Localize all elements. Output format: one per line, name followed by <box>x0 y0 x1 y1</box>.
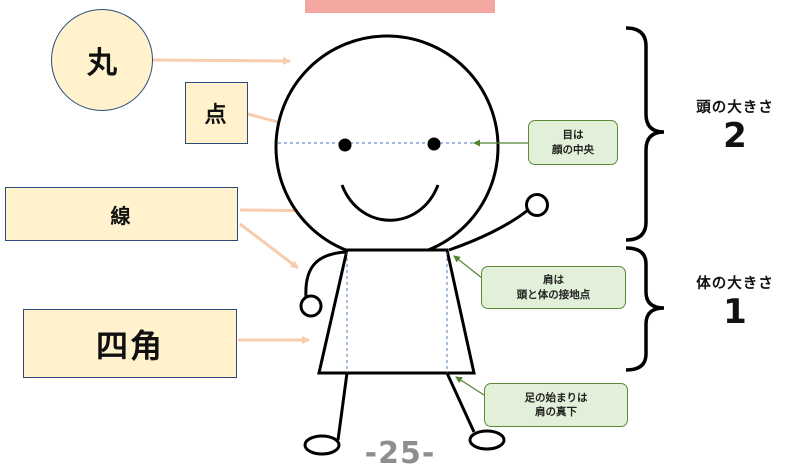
arrow-line-arm <box>239 222 299 270</box>
square-label-text: 四角 <box>95 326 164 365</box>
line-label: 線 <box>5 187 238 241</box>
smile-mouth <box>340 184 440 222</box>
left-eye <box>338 138 352 152</box>
note-shoulder: 肩は 頭と体の接地点 <box>481 266 626 309</box>
line-label-text: 線 <box>110 203 133 228</box>
arrow-circle <box>151 56 291 65</box>
body-size-text: 体の大きさ <box>696 276 774 292</box>
body-size-label: 体の大きさ 1 <box>675 272 795 332</box>
body-trapezoid <box>317 248 476 375</box>
top-accent-bar <box>305 0 495 13</box>
left-foot <box>303 434 341 456</box>
note-shoulder-line2: 頭と体の接地点 <box>516 288 591 301</box>
right-foot <box>468 429 506 451</box>
head-size-text: 頭の大きさ <box>696 100 774 116</box>
page-number: -25- <box>364 436 436 471</box>
body-size-brace <box>625 246 665 372</box>
left-leg <box>336 372 349 441</box>
right-hand <box>525 193 549 217</box>
right-leg <box>445 372 476 433</box>
note-feet-line2: 肩の真下 <box>535 406 577 418</box>
right-arm <box>448 208 529 252</box>
note-eyes: 目は 顔の中央 <box>528 120 618 165</box>
head-size-label: 頭の大きさ 2 <box>675 96 795 156</box>
note-eyes-line1: 目は <box>562 129 584 142</box>
left-hand <box>299 294 323 318</box>
dot-label: 点 <box>185 82 248 144</box>
note-feet-line1: 足の始まりは <box>524 391 588 404</box>
square-label: 四角 <box>23 309 237 378</box>
note-feet: 足の始まりは 肩の真下 <box>484 383 628 427</box>
circle-label-text: 丸 <box>87 46 117 81</box>
left-arm <box>304 250 346 299</box>
head-size-value: 2 <box>723 116 747 156</box>
head-size-brace <box>625 26 665 242</box>
note-arrows <box>453 139 528 396</box>
note-eyes-line2: 顔の中央 <box>552 143 594 156</box>
right-eye <box>427 137 441 151</box>
note-shoulder-line1: 肩は <box>543 274 564 287</box>
circle-label: 丸 <box>51 9 153 111</box>
dot-label-text: 点 <box>204 103 229 128</box>
body-size-value: 1 <box>723 292 747 332</box>
head-circle <box>274 34 500 260</box>
note-arrow-shoulder <box>453 255 483 279</box>
note-arrow-feet <box>455 376 485 396</box>
